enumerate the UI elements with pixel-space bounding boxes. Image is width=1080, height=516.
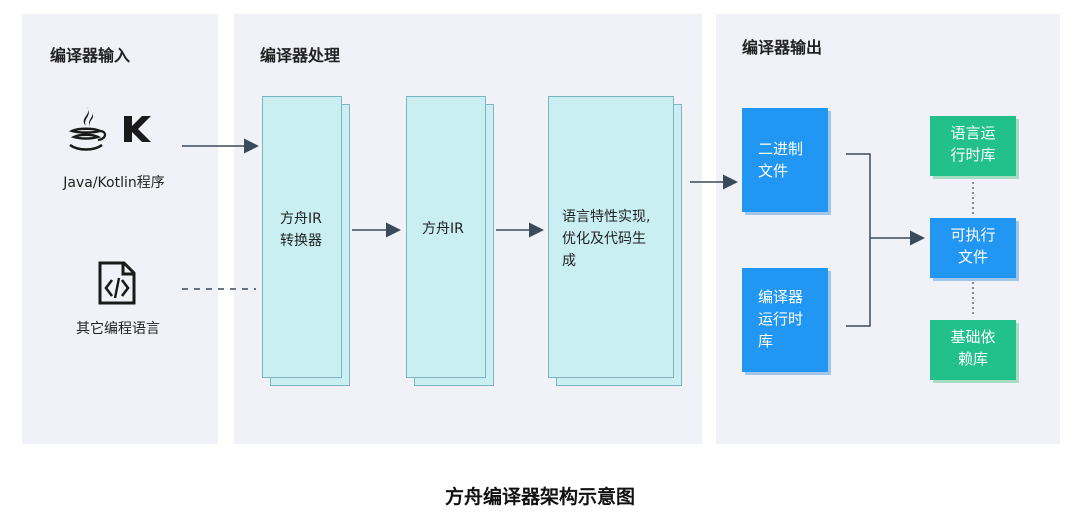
output-panel-title: 编译器输出 bbox=[742, 38, 823, 57]
optimizer-box bbox=[548, 96, 674, 378]
ir-label: 方舟IR bbox=[422, 221, 464, 237]
converter-label: 方舟IR 转换器 bbox=[280, 211, 322, 249]
optimizer-label: 语言特性实现, 优化及代码生 成 bbox=[562, 209, 651, 269]
base-deps-box: 基础依赖库 bbox=[930, 320, 1016, 380]
compiler-runtime-box: 编译器运行时库 bbox=[742, 268, 828, 372]
code-file-icon bbox=[97, 260, 137, 306]
process-panel-title: 编译器处理 bbox=[260, 46, 341, 65]
bracket-to-executable bbox=[846, 153, 871, 327]
converter-box bbox=[262, 96, 342, 378]
ir-box bbox=[406, 96, 486, 378]
other-languages-label: 其它编程语言 bbox=[76, 321, 160, 337]
java-kotlin-label: Java/Kotlin程序 bbox=[63, 175, 165, 191]
java-icon bbox=[64, 104, 108, 156]
input-panel bbox=[22, 14, 218, 444]
binary-file-box: 二进制文件 bbox=[742, 108, 828, 212]
diagram-caption: 方舟编译器架构示意图 bbox=[444, 486, 635, 508]
input-panel-title: 编译器输入 bbox=[50, 46, 131, 65]
kotlin-icon bbox=[120, 112, 154, 146]
executable-box: 可执行文件 bbox=[930, 218, 1016, 278]
lang-runtime-box: 语言运行时库 bbox=[930, 116, 1016, 176]
